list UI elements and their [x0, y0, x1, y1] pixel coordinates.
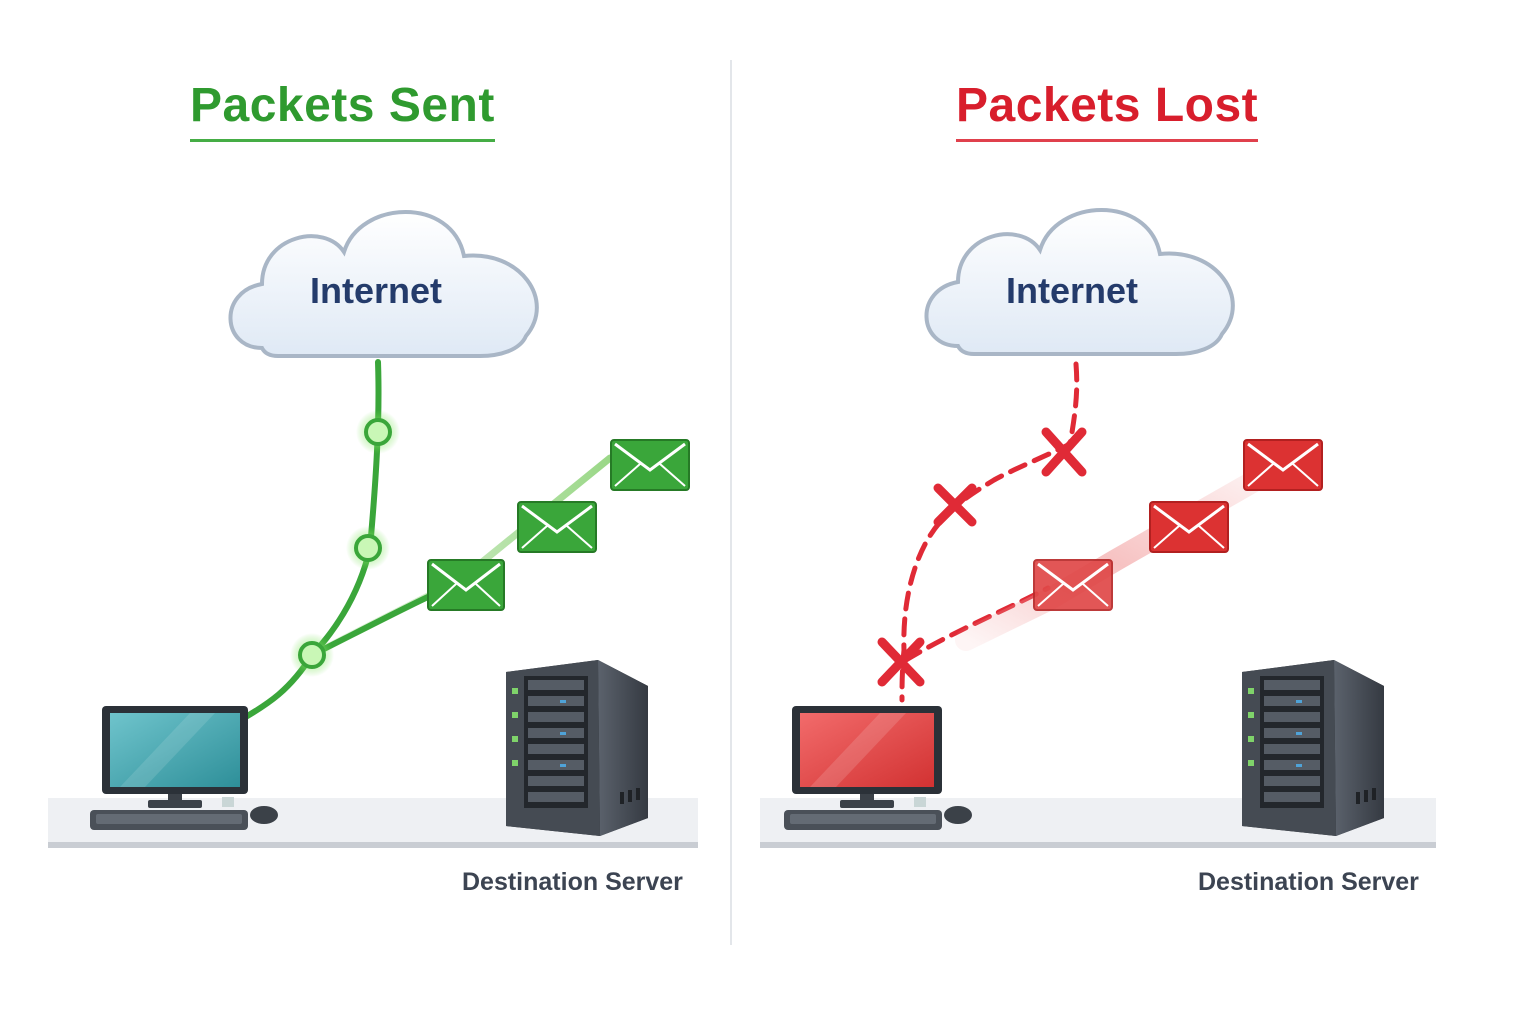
server-tower-icon — [1242, 660, 1384, 836]
x-mark-icon — [933, 483, 977, 527]
envelope-icon — [1243, 439, 1323, 491]
server-label: Destination Server — [1198, 868, 1419, 896]
envelope-icon — [1149, 501, 1229, 553]
cloud-label: Internet — [1005, 270, 1138, 311]
page-title: Packets Sent — [190, 78, 495, 142]
envelope-icon — [427, 559, 505, 611]
desktop-computer-icon — [90, 706, 278, 830]
x-mark-icon — [1041, 427, 1087, 477]
cloud-icon — [924, 208, 1235, 356]
page-title: Packets Lost — [956, 78, 1259, 142]
envelope-icon — [610, 439, 690, 491]
packets-sent-diagram — [48, 210, 698, 848]
node-dot-icon — [356, 410, 400, 454]
broken-connection-line — [899, 361, 1080, 703]
server-label: Destination Server — [462, 868, 683, 896]
server-tower-icon — [506, 660, 648, 836]
desk-edge — [48, 842, 698, 848]
x-mark-icon — [877, 637, 925, 687]
packets-sent-panel: Packets Sent Internet Destination Server — [0, 0, 760, 1024]
envelope-icon — [517, 501, 597, 553]
panel-divider — [730, 60, 732, 945]
cloud-label: Internet — [309, 270, 442, 311]
node-dot-icon — [346, 526, 390, 570]
packets-lost-diagram — [760, 208, 1436, 848]
envelope-icon — [1033, 559, 1113, 611]
cloud-icon — [228, 210, 539, 358]
desk-edge — [760, 842, 1436, 848]
packets-lost-panel: Packets Lost Internet Destination Server — [736, 0, 1496, 1024]
desktop-computer-icon — [784, 706, 972, 830]
node-dot-icon — [290, 633, 334, 677]
